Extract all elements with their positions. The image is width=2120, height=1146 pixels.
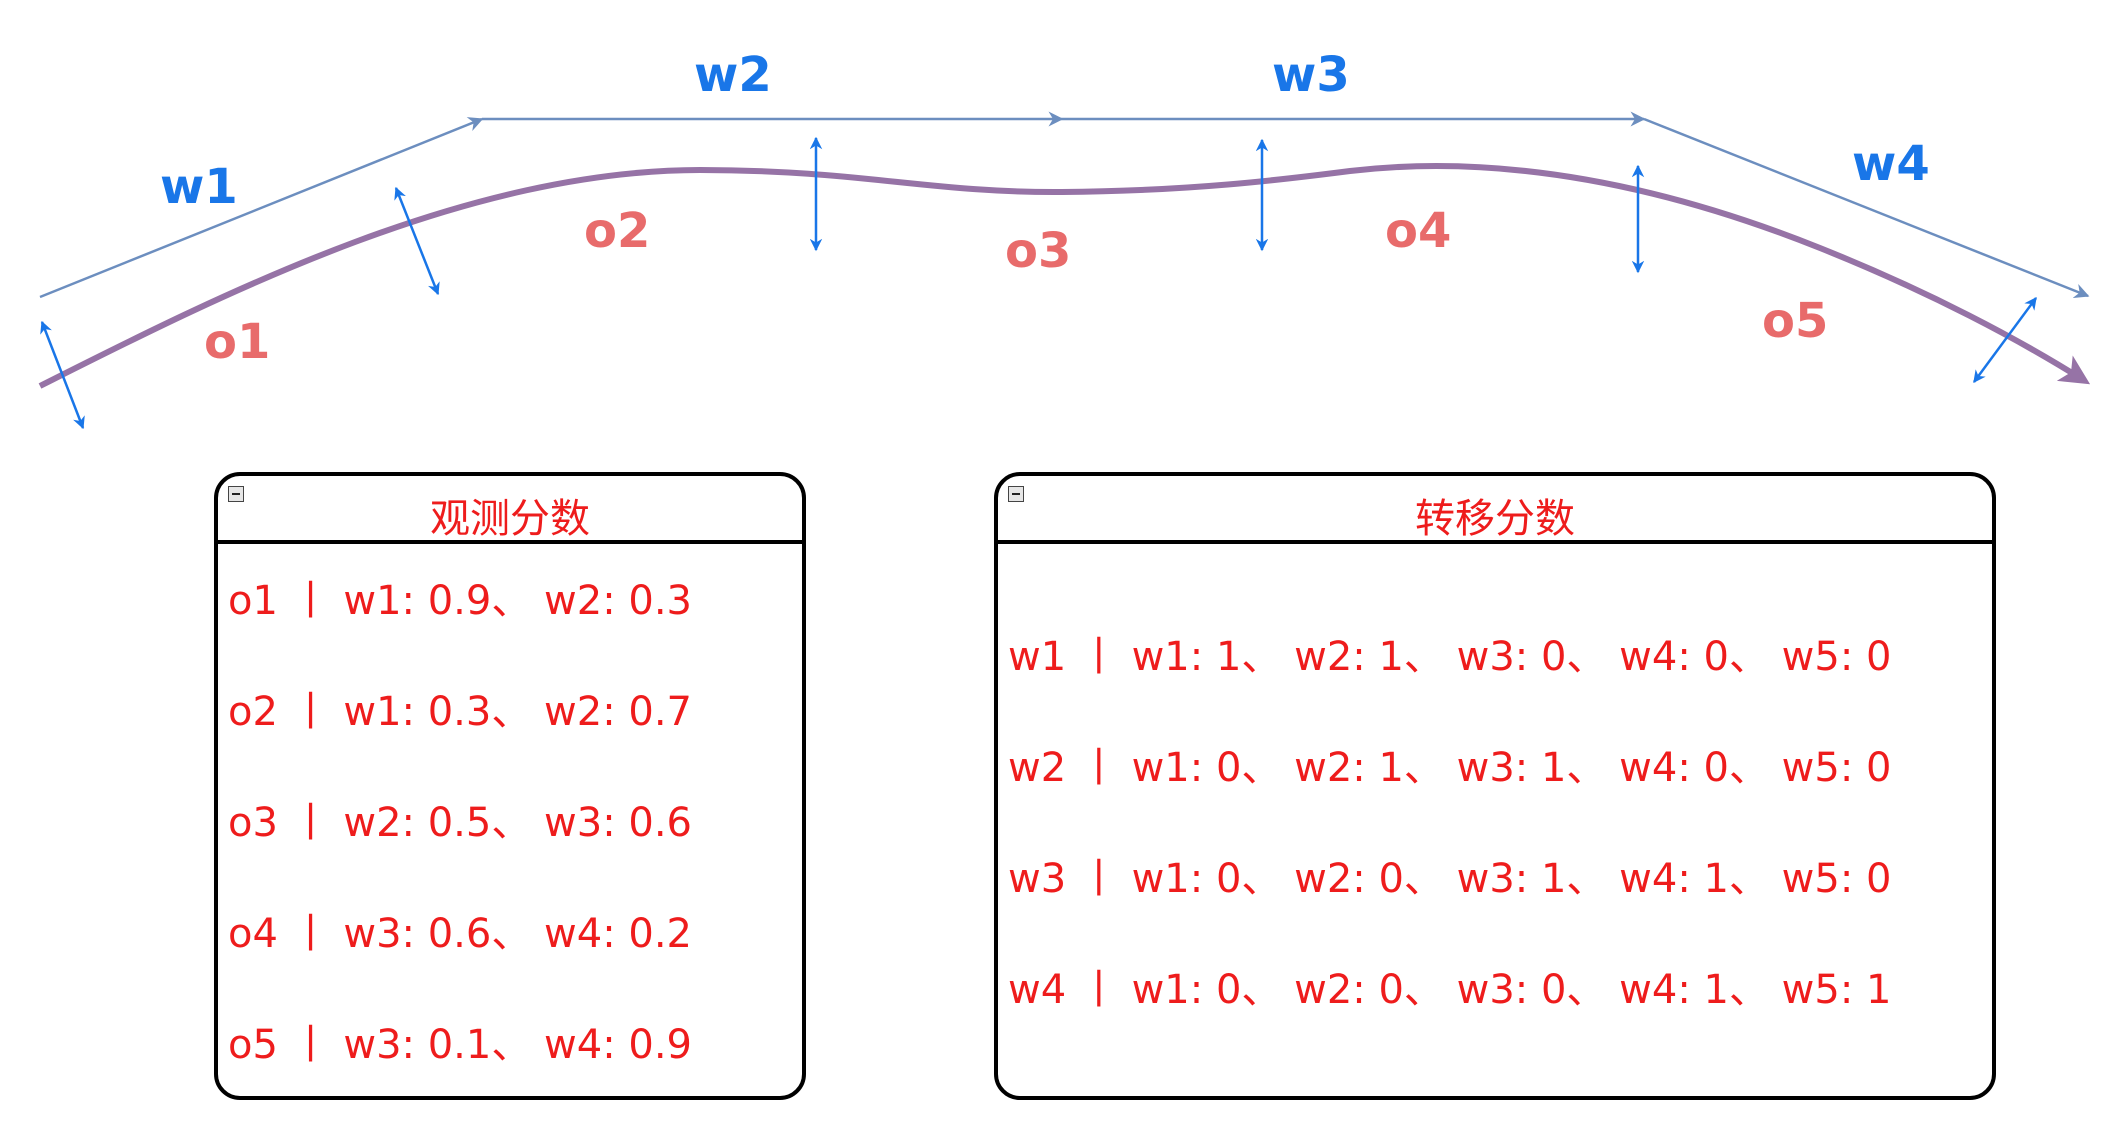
observation-score-line: o2 丨 w1: 0.3、 w2: 0.7 [228,689,693,735]
collapse-icon[interactable] [1008,486,1024,502]
transition-score-line: w2 丨 w1: 0、 w2: 1、 w3: 1、 w4: 0、 w5: 0 [1008,745,1892,791]
observation-box-header: 观测分数 [218,476,802,544]
observation-score-line: o5 丨 w3: 0.1、 w4: 0.9 [228,1022,693,1068]
distance-arrow-6 [1972,296,2038,384]
distance-arrow-1 [40,320,85,430]
segment-label-w4: w4 [1852,136,1930,192]
observation-label-o4: o4 [1385,203,1451,259]
segment-label-w1: w1 [160,159,238,215]
observation-box-title: 观测分数 [430,496,590,542]
transition-box-title: 转移分数 [1415,496,1575,542]
gps-trajectory-curve [38,163,2091,389]
road-segments [39,111,2090,299]
transition-score-line: w3 丨 w1: 0、 w2: 0、 w3: 1、 w4: 1、 w5: 0 [1008,856,1892,902]
observation-score-line: o4 丨 w3: 0.6、 w4: 0.2 [228,911,693,957]
observation-score-line: o3 丨 w2: 0.5、 w3: 0.6 [228,800,693,846]
transition-score-line: w1 丨 w1: 1、 w2: 1、 w3: 0、 w4: 0、 w5: 0 [1008,634,1892,680]
observation-score-box: 观测分数 o1 丨 w1: 0.9、 w2: 0.3 o2 丨 w1: 0.3、… [214,472,806,1100]
collapse-icon[interactable] [228,486,244,502]
transition-score-box: 转移分数 w1 丨 w1: 1、 w2: 1、 w3: 0、 w4: 0、 w5… [994,472,1996,1100]
segment-w1-line [39,117,484,299]
observation-label-o2: o2 [584,203,650,259]
observation-score-line: o1 丨 w1: 0.9、 w2: 0.3 [228,578,693,624]
transition-box-header: 转移分数 [998,476,1992,544]
distance-arrows [40,136,2038,430]
segment-label-w2: w2 [694,47,772,103]
observation-label-o3: o3 [1005,223,1071,279]
observation-label-o1: o1 [204,314,270,370]
transition-score-line: w4 丨 w1: 0、 w2: 0、 w3: 0、 w4: 1、 w5: 1 [1008,967,1892,1013]
segment-label-w3: w3 [1272,47,1350,103]
segment-w4-line [1643,117,2090,298]
distance-arrow-2 [394,186,440,296]
observation-label-o5: o5 [1762,293,1828,349]
